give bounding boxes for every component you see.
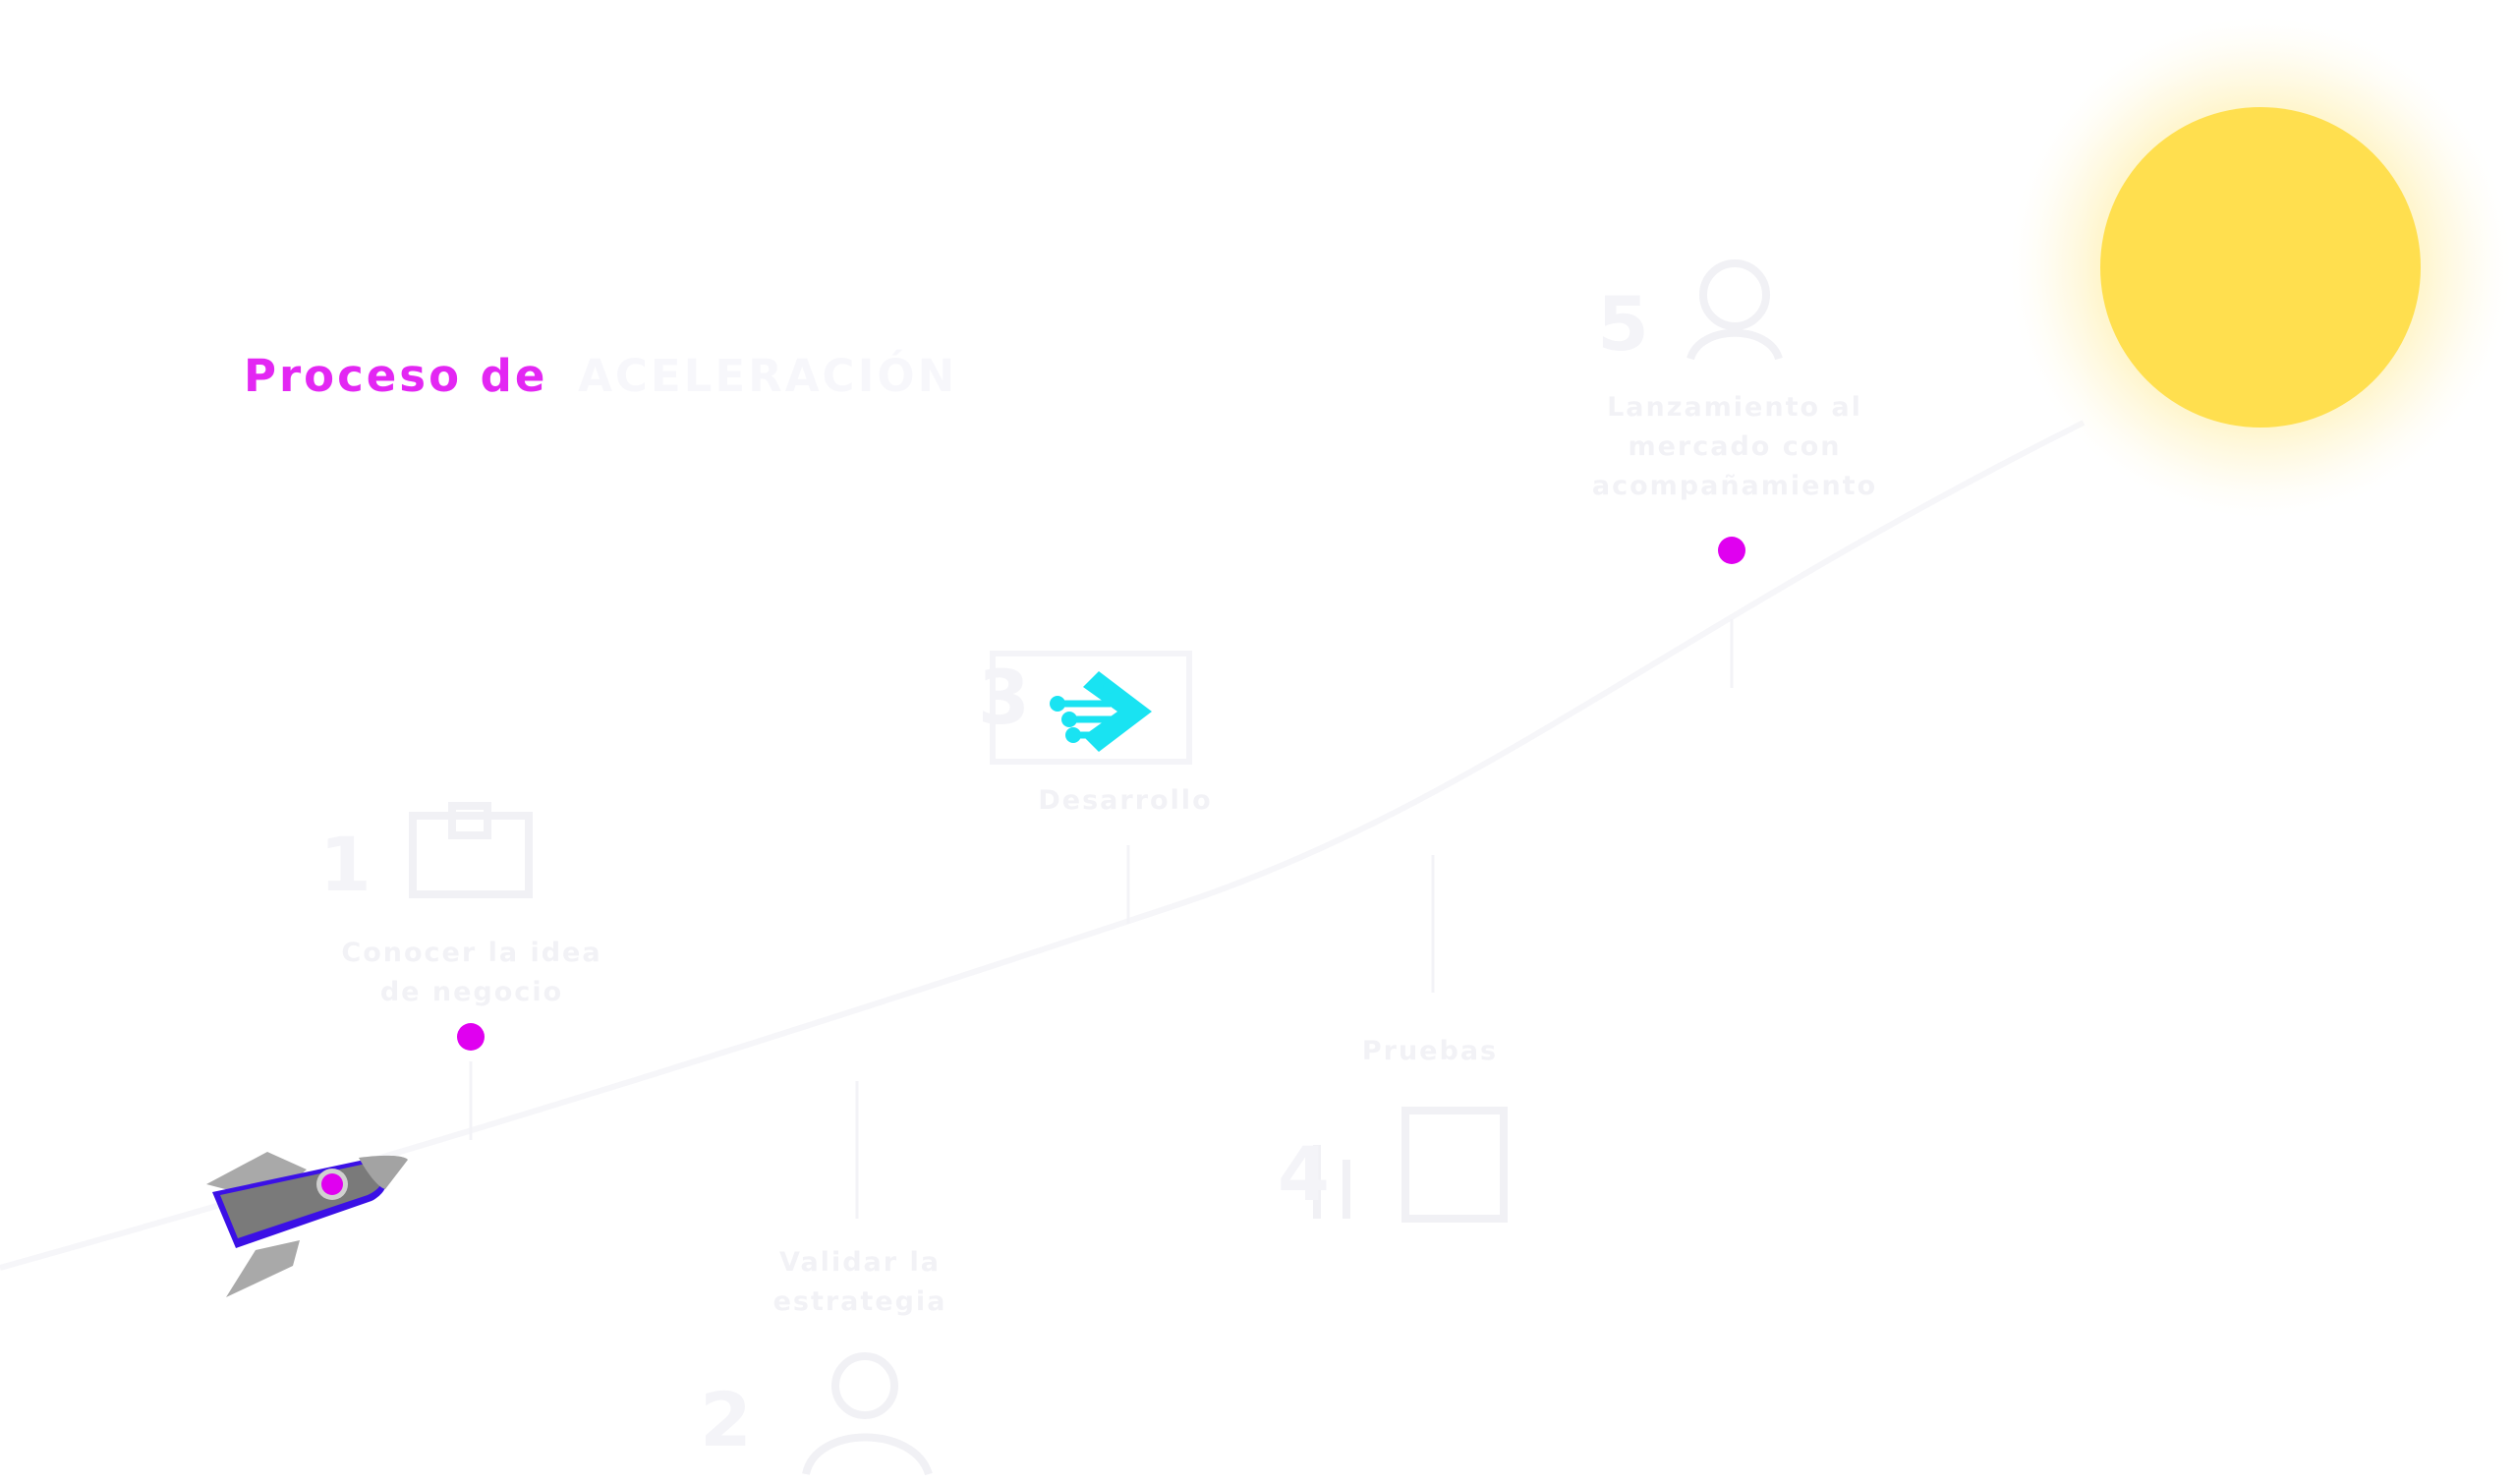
page-title: Proceso de ACELERACIÓN bbox=[244, 350, 957, 402]
chart-icon bbox=[1313, 1107, 1508, 1223]
checklist-icon bbox=[409, 802, 533, 898]
step-2-number: 2 bbox=[700, 1376, 752, 1463]
step-5-marker bbox=[1718, 537, 1745, 564]
trajectory-path bbox=[0, 420, 2086, 1271]
step-5-label: Lanzamiento al mercado con acompañamient… bbox=[1591, 392, 1878, 501]
sun-icon bbox=[2010, 17, 2511, 518]
step-1-marker bbox=[457, 1023, 485, 1051]
arrow-circuit-logo-icon bbox=[1050, 671, 1152, 752]
rocket-icon bbox=[206, 1152, 408, 1297]
step-4-label: Pruebas bbox=[1361, 1036, 1499, 1066]
step-1-label: Conocer la idea de negocio bbox=[341, 938, 602, 1007]
arrow-circuit-panel bbox=[990, 651, 1192, 765]
step-2-label: Validar la estrategia bbox=[772, 1247, 947, 1317]
growth-icon bbox=[1687, 259, 1783, 361]
step-4-number: 4 bbox=[1278, 1130, 1330, 1218]
step-1-number: 1 bbox=[319, 821, 372, 908]
team-icon bbox=[802, 1352, 933, 1476]
step-3-label: Desarrollo bbox=[1038, 785, 1213, 816]
step-3-number: 3 bbox=[978, 654, 1030, 741]
title-highlight: ACELERACIÓN bbox=[578, 350, 958, 402]
step-5-number: 5 bbox=[1597, 280, 1649, 368]
title-prefix: Proceso de bbox=[244, 350, 548, 402]
